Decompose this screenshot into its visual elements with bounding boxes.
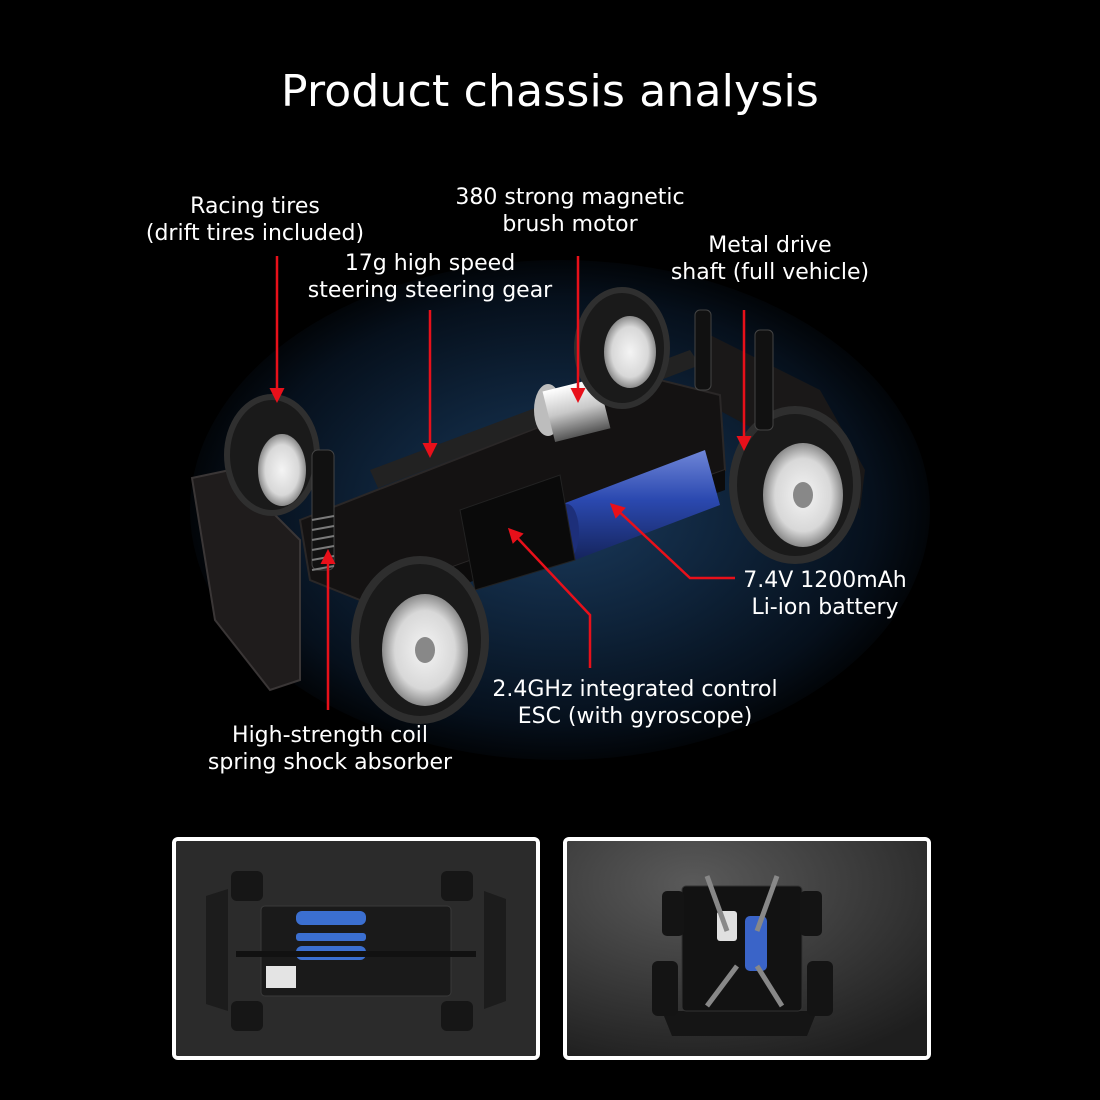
callout-esc: 2.4GHz integrated control ESC (with gyro… [480,676,790,730]
callout-shock-absorber-line2: spring shock absorber [207,750,453,775]
callout-racing-tires-line2: (drift tires included) [145,221,365,246]
callout-battery: 7.4V 1200mAh Li-ion battery [735,567,915,621]
callout-steering-gear: 17g high speed steering steering gear [295,250,565,304]
callout-esc-line1: 2.4GHz integrated control [492,677,778,702]
callout-drive-shaft: Metal drive shaft (full vehicle) [660,232,880,286]
callout-drive-shaft-line2: shaft (full vehicle) [670,260,870,285]
chassis-bottom-view-image [176,841,536,1056]
callout-steering-gear-line1: 17g high speed [344,251,516,276]
thumbnail-front-view [563,837,931,1060]
callout-motor-line1: 380 strong magnetic [455,185,685,210]
callout-battery-line2: Li-ion battery [751,595,899,620]
callout-motor: 380 strong magnetic brush motor [440,184,700,238]
thumbnail-bottom-view [172,837,540,1060]
callout-motor-line2: brush motor [502,212,638,237]
chassis-front-view-image [567,841,927,1056]
callout-shock-absorber: High-strength coil spring shock absorber [195,722,465,776]
callout-racing-tires-line1: Racing tires [190,194,320,219]
callout-drive-shaft-line1: Metal drive [708,233,832,258]
callout-racing-tires: Racing tires (drift tires included) [130,193,380,247]
callout-esc-line2: ESC (with gyroscope) [517,704,753,729]
callout-steering-gear-line2: steering steering gear [307,278,553,303]
page-title: Product chassis analysis [280,66,820,117]
callout-shock-absorber-line1: High-strength coil [232,723,428,748]
callout-battery-line1: 7.4V 1200mAh [743,568,907,593]
